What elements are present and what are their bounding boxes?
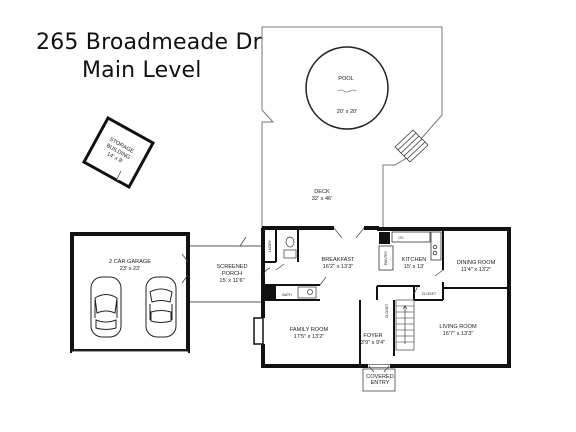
- dining-room-dims: 11'4" x 13'2": [461, 267, 491, 273]
- living-room-label: LIVING ROOM: [439, 324, 477, 330]
- car-icon: [145, 276, 177, 338]
- family-room-label: FAMILY ROOM: [290, 327, 329, 333]
- deck-stairs: [394, 129, 429, 163]
- pool-dims: 20' x 20': [337, 109, 358, 115]
- screened-porch-label: SCREENED: [216, 264, 247, 270]
- pool-shape: [305, 46, 389, 130]
- foyer-dims: 3'9" x 9'4": [361, 340, 385, 346]
- screened-porch-dims: 15' x 11'6": [219, 278, 244, 284]
- oven-label: OV: [398, 236, 404, 240]
- bath-label: BATH: [282, 293, 292, 297]
- foyer-label: FOYER: [363, 333, 382, 339]
- dining-room-label: DINING ROOM: [457, 260, 496, 266]
- staircase: [395, 299, 415, 351]
- garage-dims: 23' x 23': [120, 266, 141, 272]
- covered-entry-label: COVERED: [366, 374, 394, 380]
- kitchen-label: KITCHEN: [402, 257, 427, 263]
- car-icon: [90, 276, 122, 338]
- closet-label-vertical: CLOSET: [385, 303, 389, 318]
- utility-block: [264, 285, 276, 299]
- garage-label: 2 CAR GARAGE: [109, 259, 151, 265]
- interior-walls: [263, 229, 509, 366]
- bath-fixtures: [283, 236, 317, 299]
- breakfast-label: BREAKFAST: [322, 257, 356, 263]
- screened-porch-label-2: PORCH: [222, 271, 242, 277]
- refrigerator-block: [379, 232, 390, 244]
- plan-level-title: Main Level: [82, 58, 202, 83]
- deck-label: DECK: [314, 189, 330, 195]
- family-room-dims: 17'5" x 13'2": [294, 334, 325, 340]
- pool-water-icon: [337, 89, 357, 93]
- kitchen-counters: [378, 231, 442, 271]
- pool-label: POOL: [338, 76, 354, 82]
- breakfast-dims: 16'2" x 13'3": [323, 264, 354, 270]
- living-room-dims: 16'7" x 13'3": [443, 331, 474, 337]
- screened-porch-walls: [190, 245, 262, 303]
- deck-outline: [261, 26, 443, 228]
- covered-entry-label-2: ENTRY: [371, 380, 390, 386]
- covered-entry: [362, 364, 396, 392]
- laundry-label: LNDRY: [268, 239, 272, 252]
- storage-building: [81, 115, 156, 190]
- kitchen-dims: 15' x 13': [404, 264, 425, 270]
- deck-dims: 32' x 46': [312, 196, 333, 202]
- pantry-label: PANTRY: [384, 250, 388, 265]
- closet-label: CLOSET: [422, 292, 437, 296]
- porch-doors: [181, 236, 247, 284]
- house-exterior-walls: [261, 226, 511, 368]
- garage-walls: [70, 232, 190, 355]
- plan-address-title: 265 Broadmeade Dr: [36, 30, 262, 55]
- fireplace: [253, 317, 264, 345]
- door-swings: [263, 227, 444, 295]
